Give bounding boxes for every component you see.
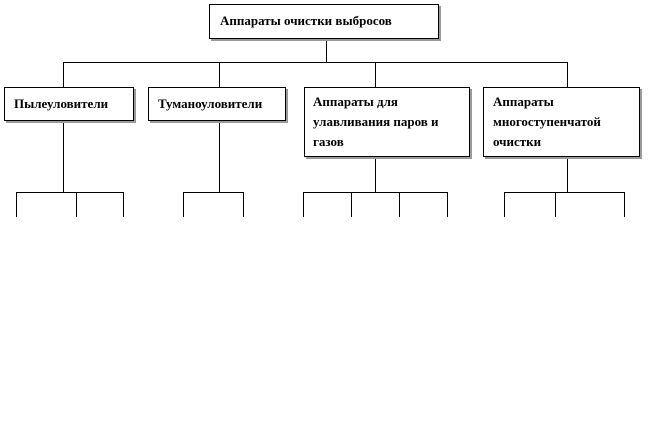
category-label: Аппараты для улавливания паров и газов bbox=[313, 94, 439, 149]
subtree-mist-eliminators bbox=[183, 121, 244, 217]
category-label: Туманоуловители bbox=[158, 96, 263, 111]
subtree-vapor-gas bbox=[303, 157, 448, 217]
subtree-multistage bbox=[504, 157, 625, 217]
category-node-dust-collectors: Пылеуловители bbox=[4, 87, 134, 121]
category-label: Пылеуловители bbox=[14, 96, 109, 111]
category-node-multistage: Аппараты многоступенчатой очистки bbox=[483, 87, 640, 157]
subtree-dust-collectors bbox=[16, 121, 124, 217]
category-label: Аппараты многоступенчатой очистки bbox=[493, 94, 601, 149]
category-node-mist-eliminators: Туманоуловители bbox=[148, 87, 286, 121]
category-node-vapor-gas: Аппараты для улавливания паров и газов bbox=[304, 87, 470, 157]
root-node: Аппараты очистки выбросов bbox=[209, 4, 439, 39]
root-node-label: Аппараты очистки выбросов bbox=[220, 13, 392, 28]
